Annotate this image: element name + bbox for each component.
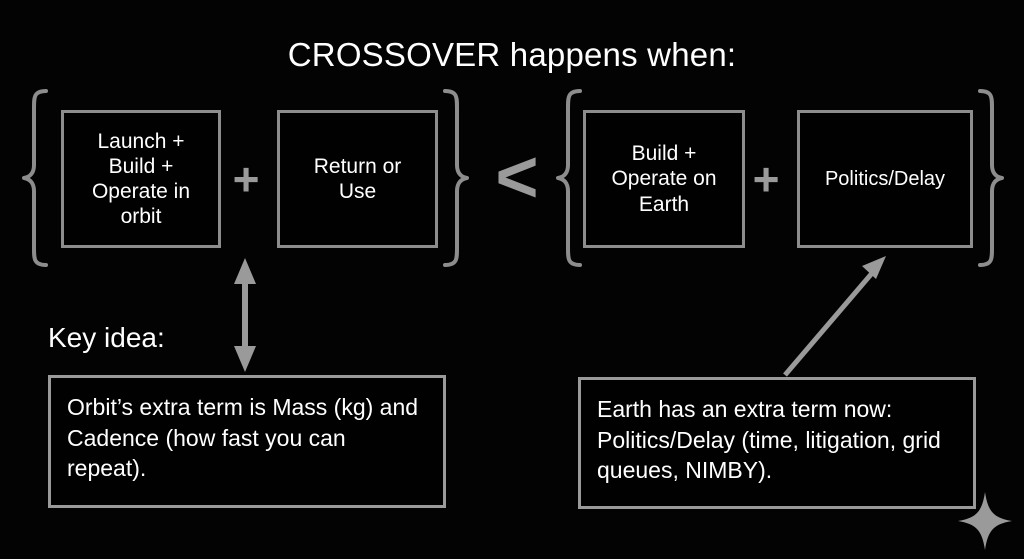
note-box-earth: Earth has an extra term now: Politics/De… bbox=[578, 377, 976, 509]
term-label-return-or-use: Return or Use bbox=[313, 154, 402, 203]
term-label-earth-cost: Build + Operate on Earth bbox=[611, 142, 717, 216]
note-text-orbit: Orbit’s extra term is Mass (kg) and Cade… bbox=[67, 394, 419, 482]
left-group-opening-brace bbox=[22, 89, 48, 267]
comparator-less-than: < bbox=[495, 135, 539, 218]
term-label-politics-delay: Politics/Delay bbox=[824, 168, 946, 190]
key-idea-label: Key idea: bbox=[48, 322, 165, 353]
term-box-orbit-cost: Launch + Build + Operate in orbit bbox=[61, 110, 221, 248]
operator-plus-left: + bbox=[232, 153, 260, 205]
operator-plus-right: + bbox=[752, 153, 780, 205]
left-group-closing-brace bbox=[443, 89, 469, 267]
note-box-orbit: Orbit’s extra term is Mass (kg) and Cade… bbox=[48, 375, 446, 508]
note-text-earth: Earth has an extra term now: Politics/De… bbox=[597, 396, 941, 484]
term-box-politics-delay: Politics/Delay bbox=[797, 110, 973, 248]
right-group-opening-brace bbox=[556, 89, 582, 267]
term-label-orbit-cost: Launch + Build + Operate in orbit bbox=[91, 129, 191, 229]
term-box-return-or-use: Return or Use bbox=[277, 110, 438, 248]
page-title: CROSSOVER happens when: bbox=[287, 36, 737, 73]
term-box-earth-cost: Build + Operate on Earth bbox=[583, 110, 745, 248]
right-group-closing-brace bbox=[978, 89, 1004, 267]
